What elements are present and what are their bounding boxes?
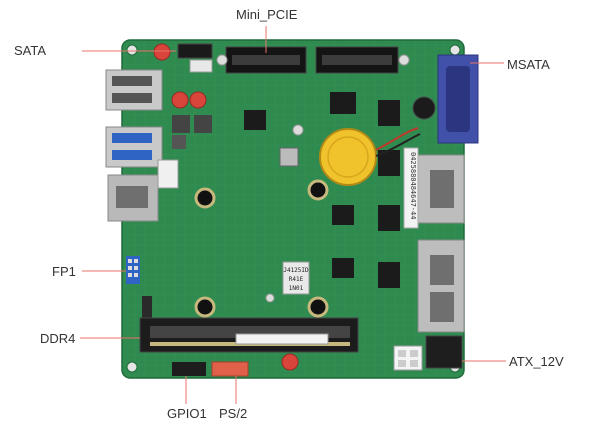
serial-sticker: 0425880484647-44 — [403, 147, 419, 229]
vga-port — [437, 54, 479, 144]
chips — [244, 92, 436, 288]
label-sata: SATA — [14, 43, 47, 58]
leader-lines — [80, 26, 506, 404]
lan-port-left — [107, 174, 159, 222]
msata-slot — [315, 46, 410, 74]
chip-text-line3: 1N01 — [289, 285, 304, 292]
ps2-header — [211, 361, 249, 377]
lan-port-right-1 — [417, 154, 465, 224]
label-gpio1: GPIO1 — [167, 406, 207, 421]
chip-text-line2: R41E — [289, 276, 304, 283]
gpio1-header — [172, 362, 206, 376]
lan-port-right-2 — [417, 239, 465, 333]
cmos-battery — [319, 127, 421, 186]
ddr4-slot — [139, 317, 359, 353]
sata-connector — [153, 43, 213, 73]
chip-text-line1: J4125ID — [283, 267, 309, 274]
capacitors — [157, 91, 299, 371]
label-ddr4: DDR4 — [40, 331, 76, 346]
label-mini-pcie: Mini_PCIE — [236, 7, 298, 22]
mini-pcie-slot — [216, 46, 307, 74]
label-msata: MSATA — [507, 57, 550, 72]
label-fp1: FP1 — [52, 264, 76, 279]
atx-12v-connector — [393, 335, 463, 371]
label-ps2: PS/2 — [219, 406, 248, 421]
soc-label: J4125ID R41E 1N01 — [282, 261, 310, 295]
label-atx-12v: ATX_12V — [509, 354, 564, 369]
usb3-stack — [105, 126, 163, 168]
usb2-stack — [105, 69, 163, 111]
fp1-header — [126, 256, 152, 330]
sticker-text: 0425880484647-44 — [409, 152, 417, 219]
